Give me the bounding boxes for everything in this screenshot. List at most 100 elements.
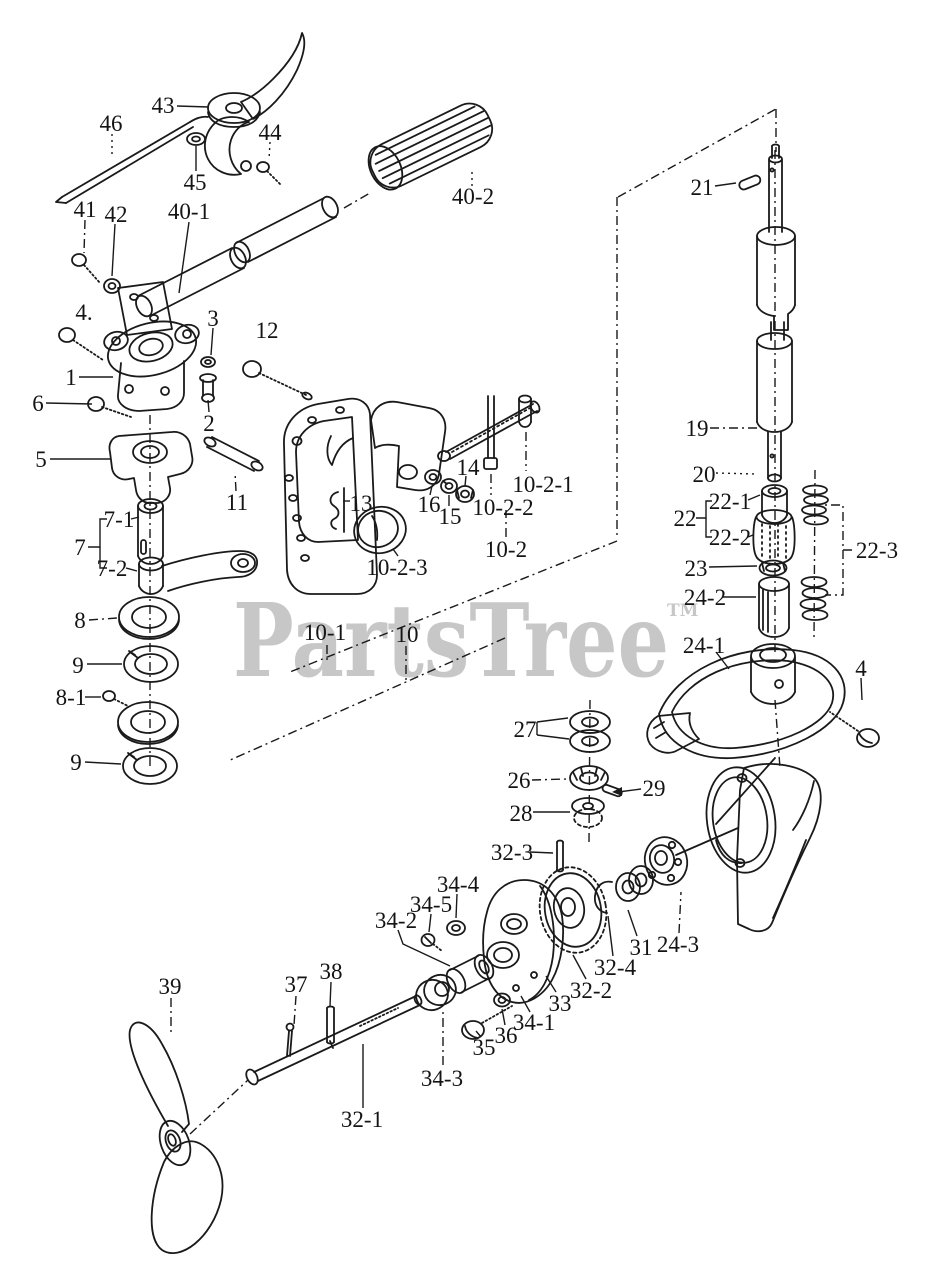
bushing-34-2 bbox=[445, 954, 495, 994]
plate-bow bbox=[646, 712, 700, 754]
lever-pivot-disc bbox=[207, 92, 261, 124]
stud-10-2-1 bbox=[518, 394, 532, 428]
callout-4-top: 4. bbox=[75, 300, 92, 325]
clamp-bracket-group bbox=[283, 394, 541, 595]
prop-shaft bbox=[245, 994, 423, 1086]
stud-10-2-2 bbox=[483, 395, 498, 470]
callout-36: 36 bbox=[495, 1023, 518, 1048]
callout-5: 5 bbox=[35, 447, 47, 472]
callout-35: 35 bbox=[473, 1035, 496, 1060]
watermark-tm: TM bbox=[667, 601, 699, 621]
callout-34-2: 34-2 bbox=[375, 908, 417, 933]
callout-40-2: 40-2 bbox=[452, 184, 494, 209]
callout-44: 44 bbox=[259, 120, 283, 145]
callout-37: 37 bbox=[285, 972, 308, 997]
handle-clamp bbox=[203, 116, 250, 176]
roller-34-3 bbox=[415, 973, 457, 1012]
bolt-4-top bbox=[58, 327, 76, 343]
callout-19: 19 bbox=[686, 416, 709, 441]
wave-washer-stack bbox=[801, 484, 829, 526]
bolt-4-right bbox=[829, 711, 880, 748]
bearing-26 bbox=[569, 765, 609, 791]
callout-1: 1 bbox=[65, 365, 77, 390]
washers-31 bbox=[615, 865, 654, 902]
washer-16 bbox=[424, 469, 442, 485]
callout-12: 12 bbox=[256, 318, 279, 343]
gear-32-2 bbox=[538, 866, 608, 954]
transom-pad bbox=[353, 505, 407, 555]
callout-10-2-1: 10-2-1 bbox=[512, 472, 573, 497]
swivel-housing bbox=[108, 431, 194, 504]
callout-10-2: 10-2 bbox=[485, 537, 527, 562]
callout-22-2: 22-2 bbox=[709, 525, 751, 550]
callout-2: 2 bbox=[203, 411, 215, 436]
swivel-body bbox=[117, 360, 185, 412]
callout-34-5: 34-5 bbox=[410, 892, 452, 917]
driveshaft-group bbox=[738, 143, 829, 638]
callout-22: 22 bbox=[674, 506, 697, 531]
callout-4-right: 4 bbox=[855, 656, 867, 681]
handle-grip bbox=[367, 102, 494, 191]
callout-34-1: 34-1 bbox=[513, 1010, 555, 1035]
nut-3 bbox=[200, 356, 216, 368]
lower-unit-group bbox=[643, 643, 880, 933]
callout-40-1: 40-1 bbox=[168, 199, 210, 224]
pinion-stack-group bbox=[556, 710, 623, 873]
callout-34-3: 34-3 bbox=[421, 1066, 463, 1091]
washers-27 bbox=[569, 710, 611, 753]
gearcase bbox=[675, 757, 822, 933]
callout-33: 33 bbox=[549, 991, 572, 1016]
screw-8-1 bbox=[102, 690, 116, 702]
pin-11 bbox=[203, 436, 264, 472]
callout-24-2: 24-2 bbox=[684, 585, 726, 610]
bearing-24-3 bbox=[643, 836, 689, 886]
driveshaft-tube-19 bbox=[756, 321, 793, 433]
callout-16: 16 bbox=[418, 492, 441, 517]
bracket-hook bbox=[326, 435, 354, 466]
bushing-7-1 bbox=[137, 498, 164, 565]
callout-13: 13 bbox=[350, 491, 373, 516]
mount-ring-lower bbox=[117, 701, 179, 745]
callout-6: 6 bbox=[32, 391, 44, 416]
callout-labels: 43 46 44 45 41 42 40-1 40-2 4. 3 12 1 6 … bbox=[32, 93, 898, 1132]
callout-9-lower: 9 bbox=[70, 750, 82, 775]
ring-23 bbox=[758, 559, 788, 577]
cotter-pin-37 bbox=[285, 1022, 295, 1057]
callout-41: 41 bbox=[74, 197, 97, 222]
callout-10-2-2: 10-2-2 bbox=[472, 495, 533, 520]
handle-tube bbox=[135, 195, 339, 318]
callout-20: 20 bbox=[693, 462, 716, 487]
throttle-lever bbox=[240, 32, 306, 120]
callout-8: 8 bbox=[74, 608, 86, 633]
callout-34-4: 34-4 bbox=[437, 872, 480, 897]
callout-45: 45 bbox=[184, 170, 207, 195]
bolt-12 bbox=[242, 360, 313, 401]
pinion-gear-28 bbox=[571, 797, 605, 828]
bolt-35 bbox=[461, 1005, 513, 1040]
driveshaft-upper bbox=[768, 143, 783, 233]
clamp-bolt bbox=[256, 161, 270, 173]
screw-34-5 bbox=[420, 933, 443, 952]
split-ring-9-lower bbox=[122, 747, 178, 785]
callout-46: 46 bbox=[100, 111, 123, 136]
callout-28: 28 bbox=[510, 801, 533, 826]
washer-45 bbox=[186, 132, 206, 146]
callout-38: 38 bbox=[320, 959, 343, 984]
callout-10: 10 bbox=[396, 622, 419, 647]
washer-36 bbox=[493, 992, 511, 1008]
bracket-right-plate bbox=[370, 400, 447, 492]
callout-42: 42 bbox=[105, 202, 128, 227]
callout-11: 11 bbox=[226, 490, 248, 515]
callout-24-3: 24-3 bbox=[657, 932, 699, 957]
barrel-22-2 bbox=[752, 509, 796, 565]
callout-31: 31 bbox=[630, 935, 653, 960]
callout-24-1: 24-1 bbox=[683, 633, 725, 658]
mount-ring-8 bbox=[118, 596, 180, 640]
bushing-7-2 bbox=[138, 556, 164, 595]
mount-flange bbox=[103, 320, 200, 378]
handle-bracket-plate bbox=[117, 281, 173, 336]
callout-7: 7 bbox=[74, 535, 86, 560]
circlip-32-4 bbox=[594, 880, 613, 914]
callout-3: 3 bbox=[207, 306, 219, 331]
